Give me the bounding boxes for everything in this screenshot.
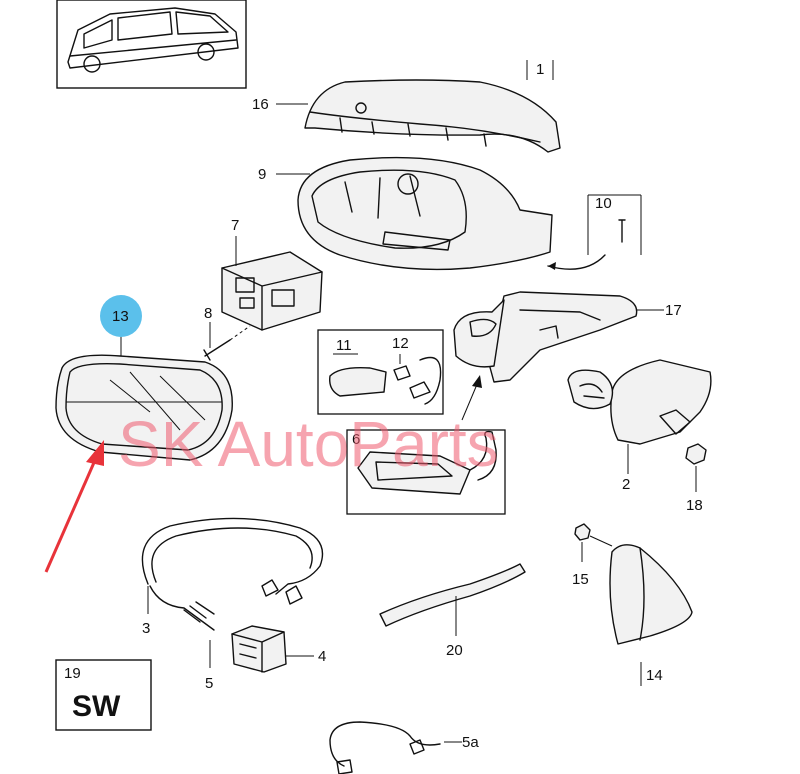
watermark-text: SK AutoParts [118,408,499,480]
part-14-cover-cap: 14 [609,544,693,686]
label-13: 13 [112,308,129,325]
label-19: 19 [64,665,81,682]
part-2-mirror-bracket: 2 [567,359,712,493]
label-4: 4 [318,648,326,665]
highlight-badge-13 [100,295,142,337]
label-1: 1 [536,61,544,78]
part-7-adjustment-motor: 7 [221,217,323,331]
part-18-nut: 18 [685,443,707,514]
label-11: 11 [336,337,352,354]
part-9-mirror-housing: 9 [258,156,553,271]
label-5: 5 [205,675,213,692]
part-4-connector: 4 [231,625,326,673]
sw-badge-text: SW [72,690,121,723]
car-thumbnail [56,0,247,89]
part-6-puddle-lamp-box: 6 [346,375,506,515]
label-14: 14 [646,667,663,684]
label-10: 10 [595,195,612,212]
label-8: 8 [204,305,212,322]
label-7: 7 [231,217,239,234]
part-17-mirror-base: 17 [453,291,682,383]
label-3: 3 [142,620,150,637]
part-10-screw-box: 10 [547,194,642,270]
label-18: 18 [686,497,703,514]
label-17: 17 [665,302,682,319]
part-20-seal-strip: 20 [379,563,526,659]
part-11-12-lamp-box: 11 12 [317,329,444,415]
part-16-cover-trim: 16 [252,79,561,153]
label-20: 20 [446,642,463,659]
red-pointer-arrow [44,440,104,573]
part-19-sw-box: 19 SW [55,659,152,731]
label-16: 16 [252,96,269,113]
label-15: 15 [572,571,589,588]
label-12: 12 [392,335,409,352]
label-5a: 5a [462,734,479,751]
part-3-wiring-harness: 3 [141,517,324,637]
part-15-screw: 15 [572,523,613,588]
label-9: 9 [258,166,266,183]
part-5a-cable: 5a [329,721,479,774]
label-6: 6 [352,431,360,448]
part-1-marker: 1 [526,60,554,80]
label-2: 2 [622,476,630,493]
part-5-wire-leads: 5 [205,640,213,692]
part-13-mirror-glass: 13 [55,295,233,461]
part-8-screw: 8 [203,305,251,361]
